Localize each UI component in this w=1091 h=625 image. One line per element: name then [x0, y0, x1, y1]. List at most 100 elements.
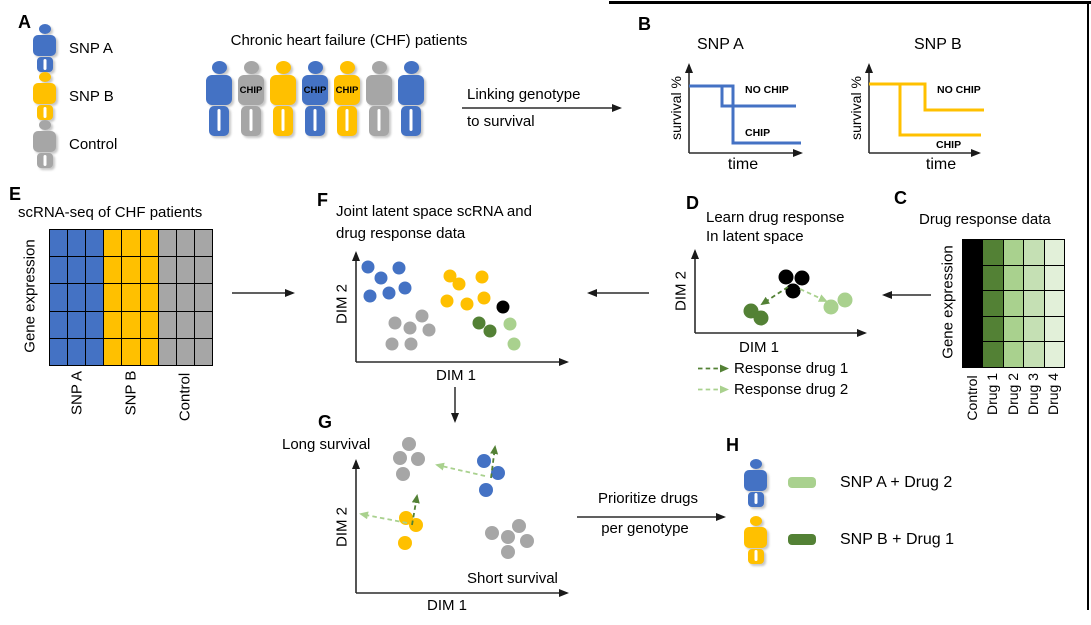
person-icon-yellow: CHIP	[334, 61, 360, 136]
heatmap-cell	[1024, 291, 1044, 316]
b2-chip-label: CHIP	[936, 139, 962, 151]
g-dot-blue	[477, 454, 491, 468]
f-dot-yellow	[443, 269, 457, 283]
drug-color-swatch	[788, 534, 816, 545]
heatmap-cell	[1024, 342, 1044, 367]
f-dot-blue	[374, 271, 388, 285]
heatmap-cell	[104, 257, 122, 284]
panel-g-letter: G	[318, 412, 333, 432]
g-dot-gray	[411, 452, 425, 466]
heatmap-cell	[104, 311, 122, 338]
b2-no-chip-label: NO CHIP	[937, 84, 981, 96]
d-legend-label-drug2: Response drug 2	[734, 381, 849, 398]
heatmap-cell	[983, 316, 1003, 342]
c-col-label-drug3: Drug 3	[1025, 372, 1041, 416]
c-y-label: Gene expression	[939, 245, 957, 359]
drug-color-swatch	[788, 477, 816, 488]
heatmap-cell	[176, 257, 194, 284]
b1-chip-label: CHIP	[745, 127, 771, 139]
person-icon-blue	[206, 61, 232, 136]
f-dot-black	[496, 300, 510, 314]
g-long-survival-label: Long survival	[282, 436, 371, 453]
heatmap-cell	[158, 284, 176, 311]
f-x-label: DIM 1	[435, 367, 476, 384]
snp-legend: SNP A SNP B Control	[33, 24, 117, 168]
g-y-label: DIM 2	[333, 506, 351, 548]
f-dot-blue	[398, 281, 412, 295]
heatmap-cell	[1024, 265, 1044, 291]
heatmap-cell	[1044, 291, 1064, 316]
legend-row: SNP A	[33, 24, 117, 72]
g-dot-blue	[491, 466, 505, 480]
patients-title: Chronic heart failure (CHF) patients	[230, 32, 468, 49]
legend-row: Control	[33, 120, 117, 168]
e-col-label-snp-b: SNP B	[122, 370, 140, 416]
heatmap-cell	[176, 338, 194, 365]
heatmap-cell	[50, 284, 68, 311]
panel-e-letter: E	[9, 184, 22, 204]
e-col-label-snp-a: SNP A	[68, 371, 86, 415]
link-arrow-label-line2: to survival	[467, 113, 535, 130]
person-icon-blue: CHIP	[302, 61, 328, 136]
g-dot-gray	[520, 534, 534, 548]
heatmap-cell	[158, 230, 176, 257]
b2-y-label: survival %	[848, 76, 864, 140]
c-title: Drug response data	[919, 211, 1051, 228]
plot-axes	[352, 63, 981, 597]
heatmap-cell	[158, 338, 176, 365]
g-dot-gray	[402, 437, 416, 451]
scrna-heatmap	[49, 229, 213, 366]
heatmap-cell	[176, 311, 194, 338]
c-col-label-drug2: Drug 2	[1005, 372, 1021, 416]
heatmap-cell	[983, 342, 1003, 367]
heatmap-cell	[122, 257, 140, 284]
heatmap-cell	[1024, 316, 1044, 342]
d-dot-black	[794, 270, 810, 286]
chip-badge: CHIP	[335, 84, 359, 96]
f-dot-blue	[363, 289, 377, 303]
panel-b-letter: B	[638, 14, 651, 34]
legend-label: SNP B	[69, 87, 114, 105]
heatmap-cell	[1003, 291, 1024, 316]
f-dot-gray	[415, 309, 429, 323]
chip-badge: CHIP	[303, 84, 327, 96]
b2-title: SNP B	[914, 36, 962, 53]
heatmap-cell	[140, 338, 158, 365]
d-title-line1: Learn drug response	[706, 209, 845, 226]
panel-d-letter: D	[686, 193, 699, 213]
heatmap-cell	[140, 284, 158, 311]
legend-label: Control	[69, 135, 118, 153]
g-response-arrow-3	[411, 494, 420, 526]
heatmap-cell	[104, 284, 122, 311]
g-response-arrow-4	[359, 511, 408, 524]
heatmap-cell	[50, 338, 68, 365]
f-dot-dark_green	[472, 316, 486, 330]
heatmap-cell	[104, 230, 122, 257]
f-y-label: DIM 2	[333, 283, 351, 325]
f-dot-yellow	[460, 297, 474, 311]
panel-c-letter: C	[894, 188, 907, 208]
d-x-label: DIM 1	[738, 339, 779, 356]
person-icon-gray	[366, 61, 392, 136]
legend-row: SNP B	[33, 72, 117, 120]
heatmap-cell	[963, 291, 983, 316]
b2-curve-chip	[869, 82, 981, 137]
priority-label: SNP B + Drug 1	[840, 530, 954, 548]
heatmap-cell	[122, 338, 140, 365]
d-dot-light_green	[837, 292, 853, 308]
heatmap-cell	[68, 284, 86, 311]
f-dot-yellow	[475, 270, 489, 284]
person-icon-gray	[33, 120, 56, 168]
g-dot-gray	[501, 545, 515, 559]
heatmap-cell	[983, 240, 1003, 265]
heatmap-cell	[68, 230, 86, 257]
heatmap-cell	[104, 338, 122, 365]
heatmap-cell	[194, 257, 212, 284]
f-dot-gray	[388, 316, 402, 330]
f-dot-gray	[404, 337, 418, 351]
e-col-label-control: Control	[176, 372, 194, 422]
heatmap-cell	[86, 311, 104, 338]
f-title-line2: drug response data	[336, 225, 466, 242]
g-dot-gray	[485, 526, 499, 540]
